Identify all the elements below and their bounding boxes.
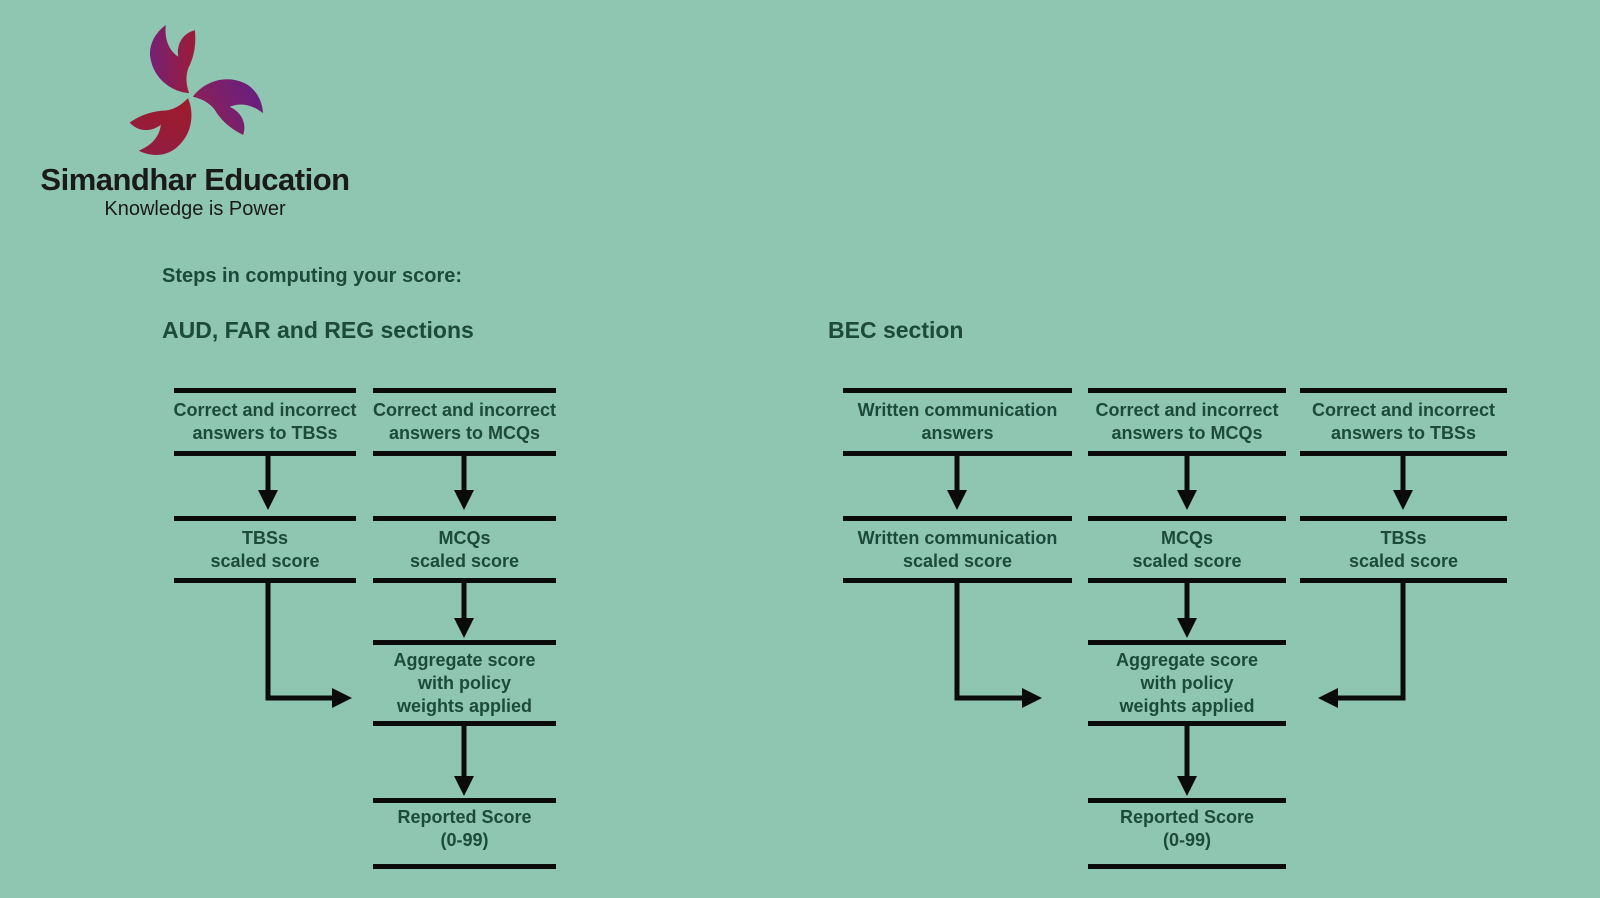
simandhar-flower-icon: [129, 24, 264, 155]
logo: Simandhar Education Knowledge is Power: [30, 0, 360, 230]
box-bec-mcq-answers: Correct and incorrect answers to MCQs: [1088, 388, 1286, 456]
box-left-mcq-scaled-score: MCQs scaled score: [373, 516, 556, 583]
arrow-left-tbs-elbow-to-aggregate: [265, 583, 352, 708]
box-left-mcq-answers: Correct and incorrect answers to MCQs: [373, 388, 556, 456]
left-section-heading: AUD, FAR and REG sections: [162, 317, 474, 343]
box-bec-reported-score: Reported Score (0-99): [1088, 798, 1286, 869]
box-bec-written-communication-answers: Written communication answers: [843, 388, 1072, 456]
right-section-heading: BEC section: [828, 317, 964, 343]
box-left-reported-score: Reported Score (0-99): [373, 798, 556, 869]
box-bec-written-communication-scaled-score: Written communication scaled score: [843, 516, 1072, 583]
box-bec-tbs-answers: Correct and incorrect answers to TBSs: [1300, 388, 1507, 456]
logo-tagline: Knowledge is Power: [104, 198, 286, 220]
box-left-tbs-answers: Correct and incorrect answers to TBSs: [173, 388, 357, 456]
box-bec-mcq-scaled-score: MCQs scaled score: [1088, 516, 1286, 583]
flower-petals: [129, 24, 264, 155]
logo-title: Simandhar Education: [40, 162, 350, 197]
intro-heading: Steps in computing your score:: [162, 265, 463, 287]
arrow-bec-tbs-elbow-to-aggregate: [1318, 583, 1406, 708]
box-left-tbs-scaled-score: TBSs scaled score: [174, 516, 356, 583]
box-bec-aggregate-score: Aggregate score with policy weights appl…: [1088, 640, 1286, 726]
box-bec-tbs-scaled-score: TBSs scaled score: [1300, 516, 1507, 583]
arrow-bec-wc-elbow-to-aggregate: [954, 583, 1042, 708]
box-left-aggregate-score: Aggregate score with policy weights appl…: [373, 640, 556, 726]
